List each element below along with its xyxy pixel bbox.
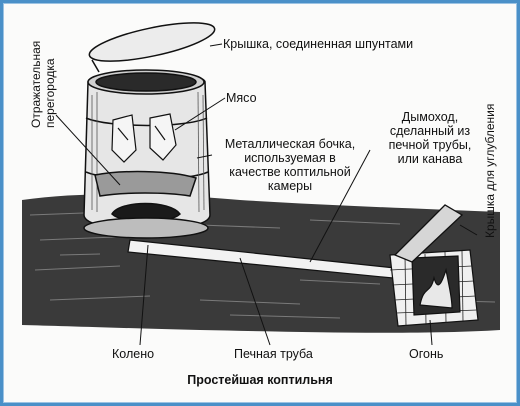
- meat-label: Мясо: [226, 91, 257, 105]
- barrel-lid: [88, 22, 216, 73]
- barrel-label-line: Металлическая бочка,: [224, 137, 356, 151]
- chimney-label-line: печной трубы,: [388, 138, 472, 152]
- baffle-label-line1: Отражательная: [29, 40, 43, 128]
- lid-label: Крышка, соединенная шпунтами: [223, 37, 414, 51]
- barrel-label: Металлическая бочка, используемая в каче…: [210, 137, 370, 193]
- barrel-label-line: камеры: [267, 179, 313, 193]
- baffle: [94, 170, 197, 197]
- barrel-label-line: используемая в: [244, 151, 336, 165]
- barrel: [83, 69, 211, 239]
- pit-structure: [389, 204, 479, 327]
- leader-lines: [55, 43, 478, 346]
- pit-lid-label: Крышка для углубления: [483, 103, 497, 238]
- chimney-label-line: сделанный из: [389, 124, 471, 138]
- fire-flames: [419, 267, 453, 309]
- chimney-label-line: или канава: [397, 152, 463, 166]
- stove-pipe-label: Печная труба: [234, 347, 313, 361]
- chimney-label: Дымоход, сделанный из печной трубы, или …: [375, 110, 485, 166]
- barrel-label-line: качестве коптильной: [229, 165, 351, 179]
- diagram-caption: Простейшая коптильня: [187, 373, 333, 387]
- chimney-label-line: Дымоход,: [401, 110, 459, 124]
- elbow-label: Колено: [112, 347, 155, 361]
- pit-lid: [393, 204, 464, 263]
- fire-label: Огонь: [409, 347, 444, 361]
- baffle-label-line2: перегородка: [43, 58, 57, 128]
- meat-pieces: [111, 113, 177, 163]
